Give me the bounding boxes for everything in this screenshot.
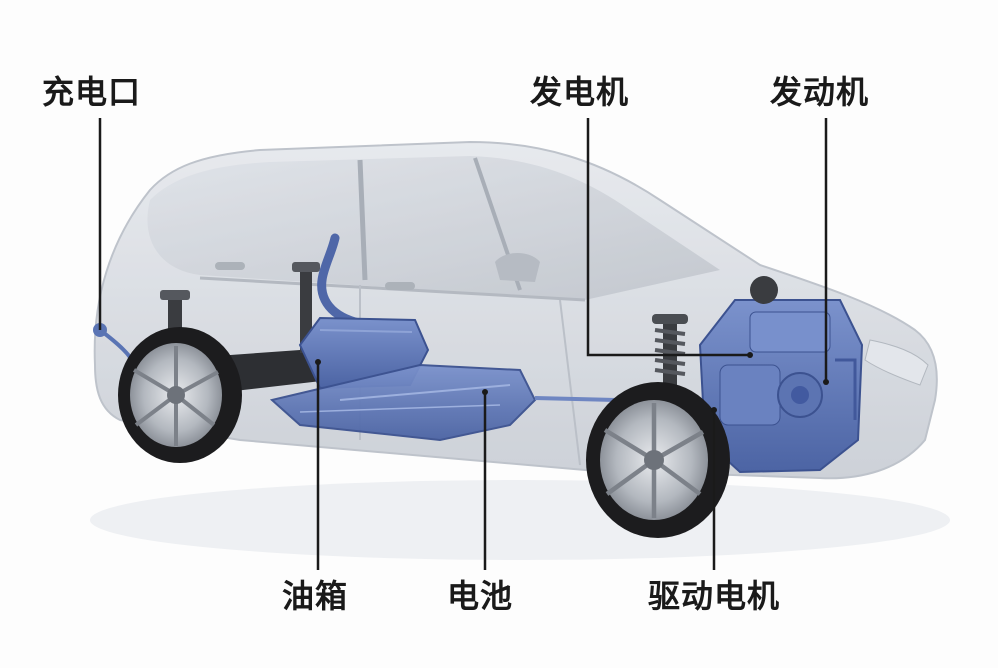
rear-wheel [118,327,242,463]
powertrain-block [698,276,864,474]
battery-pack-shape [269,363,537,442]
label-charge-port: 充电口 [42,73,142,111]
ground-shadow [90,480,950,560]
leader-generator [586,118,750,357]
label-fuel-tank: 油箱 [282,577,349,615]
leader-dots [315,352,829,413]
front-wheel [586,382,730,538]
label-battery: 电池 [447,577,514,615]
label-engine: 发动机 [770,73,870,111]
label-drive-motor: 驱动电机 [648,577,781,615]
leader-lines [98,118,828,570]
front-strut [652,314,688,388]
label-generator: 发电机 [530,73,630,111]
